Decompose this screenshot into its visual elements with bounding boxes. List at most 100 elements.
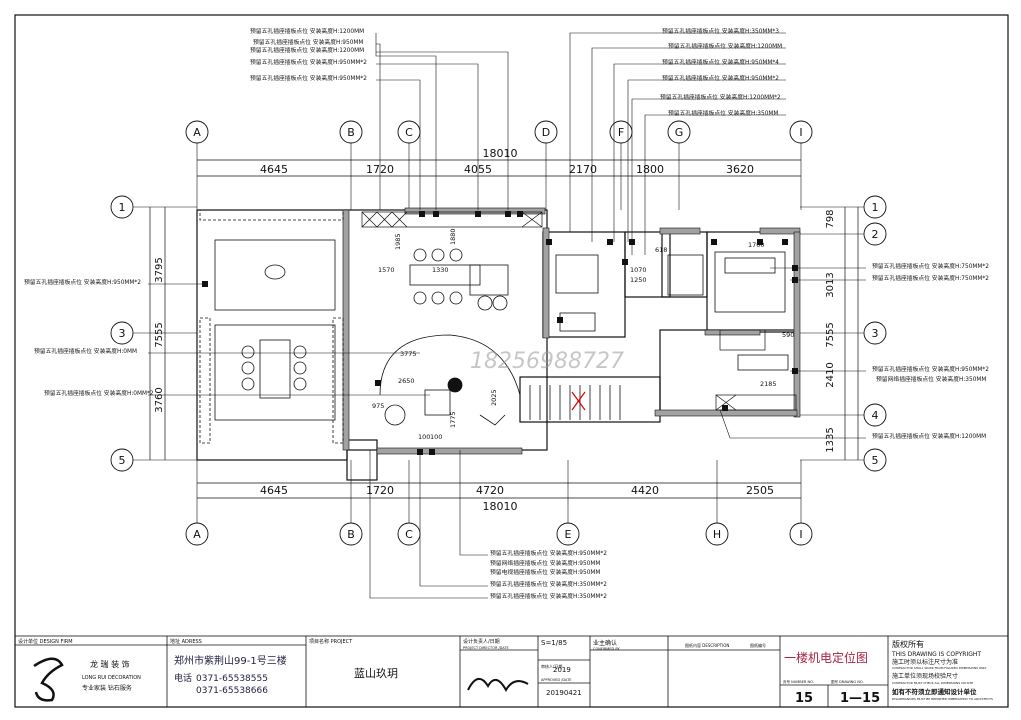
dim-left: 3760 xyxy=(154,387,165,412)
grid-bubble-right: 2 xyxy=(863,222,887,246)
company-name-en: LONG RUI DECORATION xyxy=(82,675,141,681)
wall-hatch xyxy=(342,207,801,455)
socket-note: 预留五孔插座插板点位 安装高度H:0MM xyxy=(34,347,137,355)
dim-top-total: 18010 xyxy=(483,147,518,160)
socket-note: 预留五孔插座插板点位 安装高度H:1200MM xyxy=(250,27,364,35)
grid-bubble-top: I xyxy=(789,120,813,144)
svg-text:E: E xyxy=(565,528,572,541)
outlet-icon xyxy=(711,239,717,245)
svg-text:2: 2 xyxy=(872,228,879,241)
note3: 如有不符须立即通知设计单位 xyxy=(892,687,977,696)
svg-text:C: C xyxy=(405,528,413,541)
socket-note: 预留五孔插座插板点位 安装高度H:950MM*2 xyxy=(250,74,367,82)
inner-dim: 1985 xyxy=(394,233,402,250)
dim-top: 2170 xyxy=(569,163,597,176)
socket-note: 预留电视插座插板点位 安装高度H:950MM xyxy=(490,568,600,576)
note3-en: DISCREPANCIES MUST BE REPORTED IMMEDIATE… xyxy=(892,697,993,701)
designer-label-en: PROJECT DIRECTOR /DATE xyxy=(463,646,509,650)
inner-dim: 1775 xyxy=(449,411,457,428)
inner-dim: 2650 xyxy=(398,377,415,385)
grid-bubble-right: 1 xyxy=(863,195,887,219)
note2: 施工单位须现场校验尺寸 xyxy=(892,672,958,680)
outlet-icon xyxy=(505,211,511,217)
socket-note: 预留五孔插座插板点位 安装高度H:350MM xyxy=(668,109,778,117)
grid-bubble-top: F xyxy=(609,120,633,144)
svg-text:1: 1 xyxy=(119,201,126,214)
design-firm-label: 设计单位 DESIGN FIRM xyxy=(18,638,73,645)
inner-dim: 1330 xyxy=(432,266,449,274)
company-address: 郑州市紫荆山99-1号三楼 xyxy=(174,654,287,667)
outlet-icon xyxy=(622,259,628,265)
inner-dim: 975 xyxy=(372,402,384,410)
dim-bottom-total: 18010 xyxy=(483,500,518,513)
socket-note: 预留五孔插座插板点位 安装高度H:950MM*2 xyxy=(250,58,367,66)
socket-note: 预留五孔插座插板点位 安装高度H:0MM*2 xyxy=(44,389,154,397)
grid-bubble-top: D xyxy=(534,120,558,144)
socket-note: 预留五孔插座插板点位 安装高度H:950MM xyxy=(253,38,363,46)
socket-note: 预留五孔插座插板点位 安装高度H:950MM*2 xyxy=(662,74,779,82)
date: 20190421 xyxy=(546,689,582,697)
outlet-icon xyxy=(607,239,613,245)
signature xyxy=(467,678,529,693)
note1: 施工时须以标注尺寸为准 xyxy=(892,658,958,666)
outlet-icon xyxy=(782,239,788,245)
socket-note: 预留五孔插座插板点位 安装高度H:350MM*2 xyxy=(490,592,607,600)
outlet-icon xyxy=(419,211,425,217)
sheet-no-label: 页号 NUMBER NO. xyxy=(783,679,814,684)
dim-left: 7555 xyxy=(154,322,165,347)
inner-dim: 2025 xyxy=(490,389,498,406)
inner-dim: 1700 xyxy=(748,241,765,249)
grid-bubble-bottom: B xyxy=(339,522,363,546)
dim-bottom: 2505 xyxy=(746,484,774,497)
grid-bubble-right: 4 xyxy=(863,403,887,427)
grid-bubble-top: A xyxy=(185,120,209,144)
address-label: 地址 ADRESS xyxy=(170,638,202,645)
svg-text:C: C xyxy=(405,126,413,139)
grid-bubble-left: 1 xyxy=(110,195,134,219)
copyright-cn: 版权所有 xyxy=(892,639,924,649)
dim-right: 1335 xyxy=(825,427,836,452)
copyright-en: THIS DRAWING IS COPYRIGHT xyxy=(891,651,981,658)
svg-text:H: H xyxy=(713,528,721,541)
socket-note: 预留五孔插座插板点位 安装高度H:1200MM xyxy=(250,46,364,54)
outlet-icon xyxy=(757,239,763,245)
inner-dim: 2185 xyxy=(760,380,777,388)
outlet-icon xyxy=(453,382,459,388)
notes-right: 预留五孔插座插板点位 安装高度H:750MM*2 预留五孔插座插板点位 安装高度H… xyxy=(872,262,989,440)
year: 2019 xyxy=(553,666,571,674)
socket-note: 预留五孔插座插板点位 安装高度H:750MM*2 xyxy=(872,262,989,270)
leader-lines xyxy=(148,32,866,599)
svg-text:D: D xyxy=(542,126,550,139)
phone-label: 电话 xyxy=(174,672,192,684)
dim-top: 4645 xyxy=(260,163,288,176)
grid-bubble-right: 5 xyxy=(863,448,887,472)
inner-dim: 100 xyxy=(418,433,430,441)
watermark-phone: 18256988727 xyxy=(470,349,624,374)
note1-en: CONTRACTOR SHALL WORK FROM FIGURED DIMEN… xyxy=(892,666,987,670)
svg-text:G: G xyxy=(675,126,684,139)
outlet-markers xyxy=(202,211,798,455)
svg-text:B: B xyxy=(347,528,355,541)
title-block xyxy=(14,635,1009,708)
inner-dim: 3775 xyxy=(400,350,417,358)
company-logo xyxy=(33,657,64,702)
outlet-icon xyxy=(517,211,523,217)
dim-bottom: 4420 xyxy=(631,484,659,497)
inner-dim: 590 xyxy=(782,331,794,339)
owner-label-en: CONFIRMED BY xyxy=(593,647,621,651)
grid-bubble-left: 5 xyxy=(110,448,134,472)
svg-text:4: 4 xyxy=(872,409,879,422)
outlet-icon xyxy=(433,211,439,217)
company-slogan: 专业家装 钻石服务 xyxy=(82,684,132,692)
socket-note: 预留五孔插座插板点位 安装高度H:1200MM xyxy=(872,432,986,440)
socket-note: 预留网络插座插板点位 安装高度H:350MM xyxy=(876,375,986,383)
svg-text:A: A xyxy=(193,126,201,139)
grid-bubble-top: G xyxy=(667,120,691,144)
socket-note: 预留五孔插座插板点位 安装高度H:950MM*4 xyxy=(662,58,779,66)
svg-text:B: B xyxy=(347,126,355,139)
